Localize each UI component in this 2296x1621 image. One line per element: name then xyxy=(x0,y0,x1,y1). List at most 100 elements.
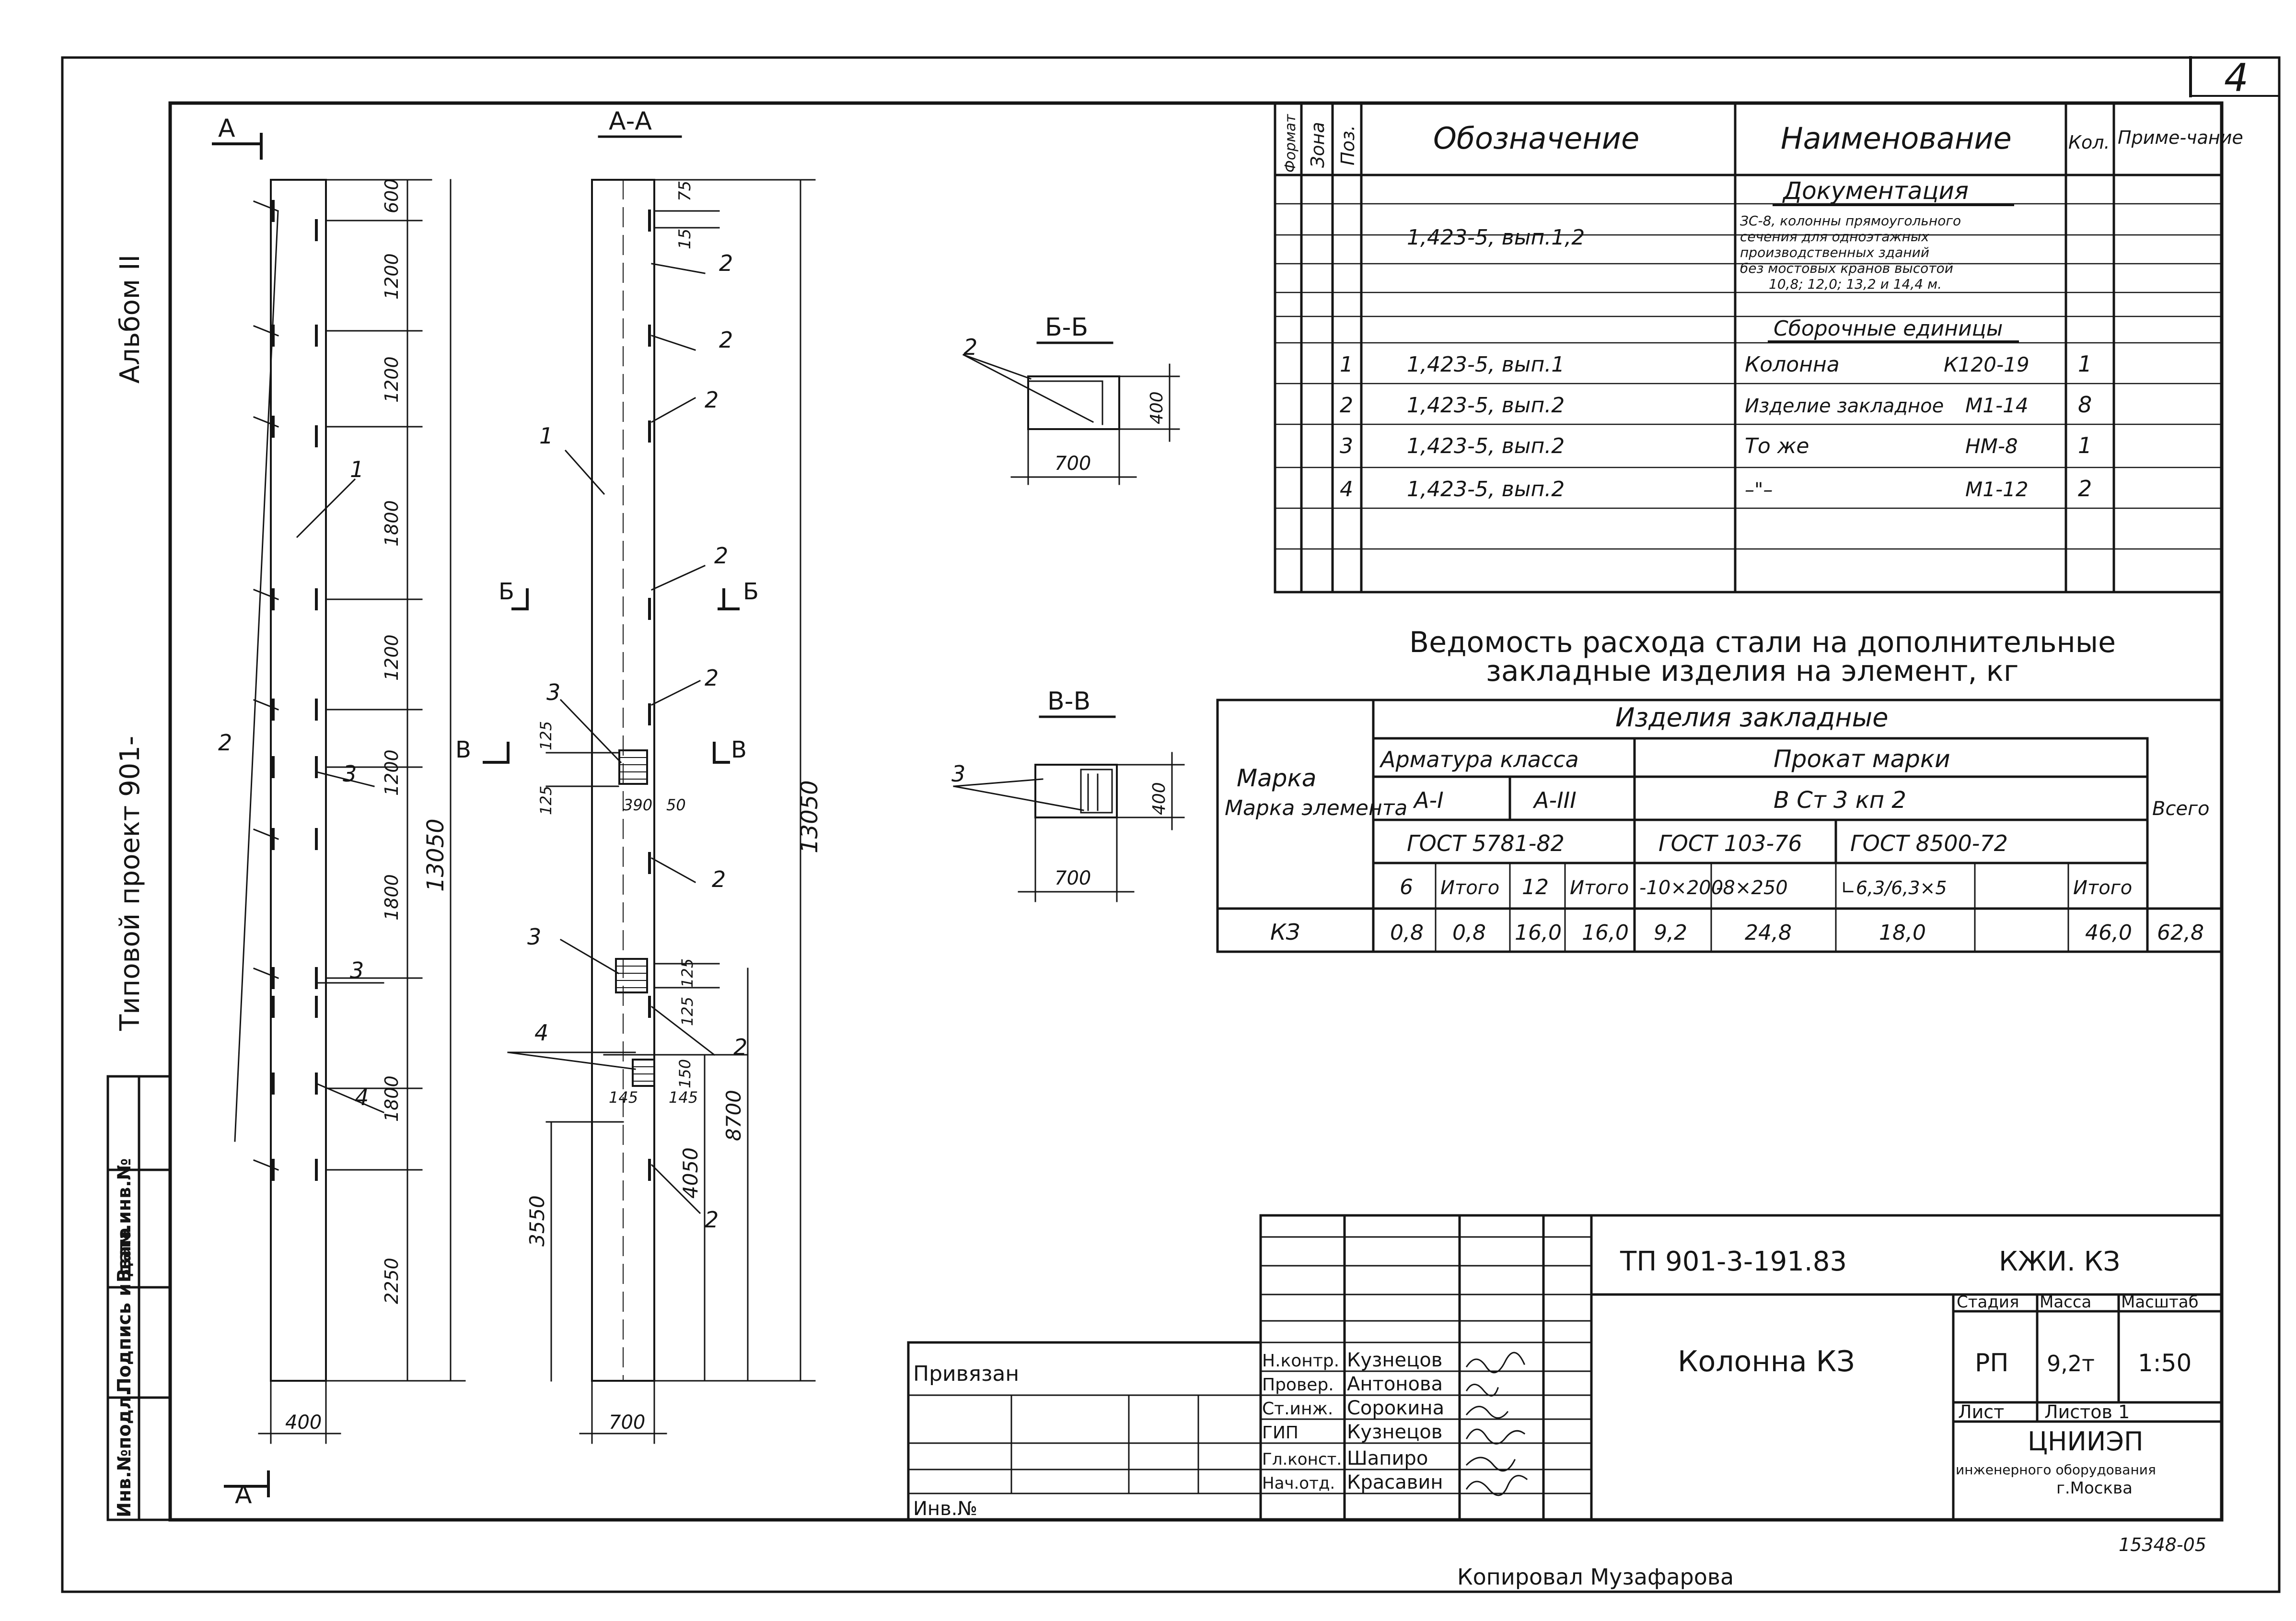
elev-dim-4: 1800 xyxy=(381,500,402,547)
aa-total: 13050 xyxy=(796,780,823,853)
svg-text:9,2: 9,2 xyxy=(1654,921,1687,945)
side-stamp-sign: Подпись и дата xyxy=(114,1227,135,1393)
steel-col-mark-1: Марка xyxy=(1237,764,1316,792)
svg-text:Антонова: Антонова xyxy=(1347,1373,1443,1395)
cut-b-left: Б xyxy=(499,578,514,605)
title-sheets: Листов 1 xyxy=(2044,1401,2130,1423)
spec-doc-desc-3: производственных зданий xyxy=(1740,245,1929,260)
aa-pos-1: 1 xyxy=(539,423,553,449)
spec-h-name: Наименование xyxy=(1781,121,2012,156)
svg-text:Итого: Итого xyxy=(2073,877,2132,899)
elev-width: 400 xyxy=(285,1411,322,1434)
elev-dim-9: 2250 xyxy=(381,1258,402,1304)
elev-pos-2: 2 xyxy=(218,730,232,756)
elev-dim-1: 600 xyxy=(381,178,402,213)
svg-text:Итого: Итого xyxy=(1440,877,1499,899)
cut-v-right: В xyxy=(731,736,747,763)
elev-total: 13050 xyxy=(422,818,449,892)
svg-text:24,8: 24,8 xyxy=(1745,921,1792,945)
aa-top-dim-2: 15 xyxy=(675,229,695,249)
elev-dim-7: 1800 xyxy=(381,874,402,921)
elev-pos-4: 4 xyxy=(355,1085,369,1110)
svg-text:Ст.инж.: Ст.инж. xyxy=(1262,1399,1333,1419)
svg-text:46,0: 46,0 xyxy=(2085,921,2132,945)
title-name: Колонна КЗ xyxy=(1678,1345,1855,1378)
svg-text:16,0: 16,0 xyxy=(1582,921,1629,945)
spec-h-zone: Зона xyxy=(1307,122,1328,168)
steel-title-2: закладные изделия на элемент, кг xyxy=(1486,654,2018,688)
aa-pos-3a: 3 xyxy=(546,679,560,705)
title-roles: Н.контр. Провер. Ст.инж. ГИП Гл.конст. Н… xyxy=(1262,1351,1342,1493)
aa-small-dim-2: 145 xyxy=(669,1088,698,1107)
elev-dim-8: 1800 xyxy=(381,1075,402,1122)
svg-text:6: 6 xyxy=(1400,875,1413,899)
title-h-stage: Стадия xyxy=(1957,1293,2019,1312)
aa-low-dim-1: 125 xyxy=(678,958,696,988)
aa-pos-2c: 2 xyxy=(705,387,719,413)
spec-h-format: Формат xyxy=(1282,114,1299,173)
aa-pos-2h: 2 xyxy=(705,1207,719,1233)
aa-height-3: 8700 xyxy=(722,1090,745,1141)
aa-ins-dim-2: 125 xyxy=(537,786,555,815)
svg-text:Сорокина: Сорокина xyxy=(1347,1397,1444,1419)
spec-doc-desc-1: ЗС-8, колонны прямоугольного xyxy=(1740,213,1961,229)
svg-text:0,8: 0,8 xyxy=(1390,921,1424,945)
title-people: Кузнецов Антонова Сорокина Кузнецов Шапи… xyxy=(1347,1349,1444,1493)
svg-text:Изделие закладное: Изделие закладное xyxy=(1745,395,1944,417)
svg-text:-8×250: -8×250 xyxy=(1716,877,1788,899)
spec-table xyxy=(1274,102,2223,594)
steel-row-k3: КЗ 0,8 0,8 16,0 16,0 9,2 24,8 18,0 46,0 … xyxy=(1270,919,2204,945)
spec-row-1: 1 1,423-5, вып.1 Колонна К120-19 1 xyxy=(1340,351,2092,377)
svg-text:–"–: –"– xyxy=(1745,479,1773,501)
aa-pos-3b: 3 xyxy=(527,924,541,950)
cut-b-right: Б xyxy=(743,578,759,605)
vv-height: 400 xyxy=(1149,782,1169,815)
title-h-mass: Масса xyxy=(2040,1293,2091,1312)
section-aa-title: А-А xyxy=(609,107,652,136)
aa-pos-4: 4 xyxy=(534,1020,548,1046)
project-label: Типовой проект 901- xyxy=(115,736,146,1031)
title-org-3: г.Москва xyxy=(2056,1479,2133,1498)
elev-dim-6: 1200 xyxy=(381,749,402,796)
steel-title-1: Ведомость расхода стали на дополнительны… xyxy=(1409,626,2116,659)
svg-text:КЗ: КЗ xyxy=(1270,919,1300,945)
section-aa xyxy=(483,135,816,1444)
aa-height-1: 3550 xyxy=(525,1195,549,1247)
side-stamp xyxy=(106,1075,172,1521)
spec-row-2: 2 1,423-5, вып.2 Изделие закладное М1-14… xyxy=(1340,392,2092,418)
elev-pos-3b: 3 xyxy=(350,957,364,983)
steel-a1: А-I xyxy=(1413,787,1444,813)
steel-group: Изделия закладные xyxy=(1615,702,1888,733)
cut-v-left: В xyxy=(455,736,471,763)
steel-steel: В Ст 3 кп 2 xyxy=(1774,787,1906,814)
svg-text:1: 1 xyxy=(1340,352,1353,377)
svg-text:∟6,3/6,3×5: ∟6,3/6,3×5 xyxy=(1841,877,1947,898)
svg-text:18,0: 18,0 xyxy=(1879,921,1926,945)
svg-text:1: 1 xyxy=(2078,432,2092,458)
spec-assembly-section: Сборочные единицы xyxy=(1774,316,2003,341)
bb-height: 400 xyxy=(1147,391,1167,424)
steel-gost1: ГОСТ 5781-82 xyxy=(1407,830,1565,856)
spec-row-3: 3 1,423-5, вып.2 То же НМ-8 1 xyxy=(1340,432,2092,458)
cut-a-bottom: А xyxy=(235,1481,252,1509)
spec-doc-desc-4: без мостовых кранов высотой xyxy=(1740,260,1953,276)
side-stamp-repl: Взам.инв.№ xyxy=(114,1158,135,1283)
aa-pos-2d: 2 xyxy=(714,543,728,569)
svg-text:Н.контр.: Н.контр. xyxy=(1262,1351,1339,1371)
svg-text:Колонна: Колонна xyxy=(1745,352,1840,377)
spec-doc-section: Документация xyxy=(1782,177,1969,205)
copied-by: Копировал Музафарова xyxy=(1457,1564,1734,1590)
steel-subheads: 6 Итого 12 Итого -10×200 -8×250 ∟6,3/6,3… xyxy=(1400,875,2132,899)
title-org-2: инженерного оборудования xyxy=(1956,1462,2156,1478)
elev-pos-3a: 3 xyxy=(343,761,357,787)
svg-text:Провер.: Провер. xyxy=(1262,1375,1334,1395)
aa-ins-dim-1: 125 xyxy=(537,721,555,750)
elev-pos-1: 1 xyxy=(350,456,364,482)
album-label: Альбом II xyxy=(115,255,146,384)
title-inv: Инв.№ xyxy=(913,1498,977,1520)
steel-prokat: Прокат марки xyxy=(1774,745,1950,773)
svg-text:1: 1 xyxy=(2078,351,2092,377)
section-vv xyxy=(953,715,1185,902)
section-bb-title: Б-Б xyxy=(1045,313,1088,342)
